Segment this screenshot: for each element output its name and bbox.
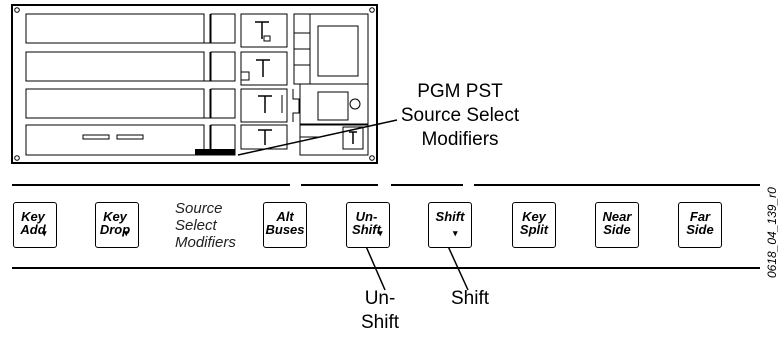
button-label-line-2: Side	[686, 222, 714, 237]
button-row-lines	[12, 184, 760, 269]
button-label-line-2: Add	[20, 222, 46, 237]
shift-callout: Shift	[450, 288, 490, 309]
figure-id: 0618_04_139_r0	[765, 187, 779, 278]
button-label-line-1: Key	[522, 209, 546, 224]
source-select-modifier-highlight	[195, 149, 235, 155]
button-label-line-1: Un-	[355, 209, 378, 224]
group-label-line-3: Modifiers	[175, 234, 236, 251]
button-label-line-2: Buses	[265, 222, 305, 237]
unshift-callout-line-1: Un-	[364, 288, 396, 309]
right-panel-blocks	[293, 13, 369, 156]
pgm-pst-callout: PGM PST Source Select Modifiers	[390, 80, 530, 152]
button-label-line-1: Far	[689, 209, 711, 224]
button-label-line-2: Split	[519, 222, 549, 237]
callout-line-1: PGM PST	[417, 81, 503, 102]
shift-button[interactable]: Shift ▾	[428, 202, 472, 248]
callout-leader-line	[237, 119, 398, 156]
button-label-line-1: Key	[103, 209, 127, 224]
callout-line-2: Source Select	[400, 105, 520, 126]
bus-row-1	[25, 13, 288, 48]
chevron-down-icon: ▾	[453, 228, 458, 238]
unshift-callout-line-2: Shift	[360, 312, 400, 333]
chevron-down-icon: ▾	[378, 228, 383, 238]
bus-row-2	[25, 51, 288, 86]
button-label-line-2: Side	[603, 222, 631, 237]
group-label-line-1: Source	[175, 200, 223, 217]
button-label-line-1: Key	[21, 209, 45, 224]
chevron-down-icon: ▾	[42, 228, 47, 238]
callout-line-3: Modifiers	[421, 129, 499, 150]
un-shift-callout: Un- Shift	[350, 287, 410, 335]
button-label-line-1: Near	[602, 209, 632, 224]
group-label-line-2: Select	[175, 217, 217, 234]
unshift-leader-line	[364, 243, 386, 291]
button-label-line-1: Alt	[276, 209, 294, 224]
bus-row-3	[25, 88, 300, 123]
button-label-line-2: Drop	[99, 222, 131, 237]
source-select-modifiers-label: Source Select Modifiers	[175, 200, 265, 251]
chevron-down-icon: ▾	[124, 228, 129, 238]
shift-leader-line	[446, 243, 469, 291]
button-label-line-2: Shift	[352, 222, 381, 237]
button-label-line-1: Shift	[435, 209, 465, 224]
un-shift-button[interactable]: Un-Shift ▾	[346, 202, 390, 248]
